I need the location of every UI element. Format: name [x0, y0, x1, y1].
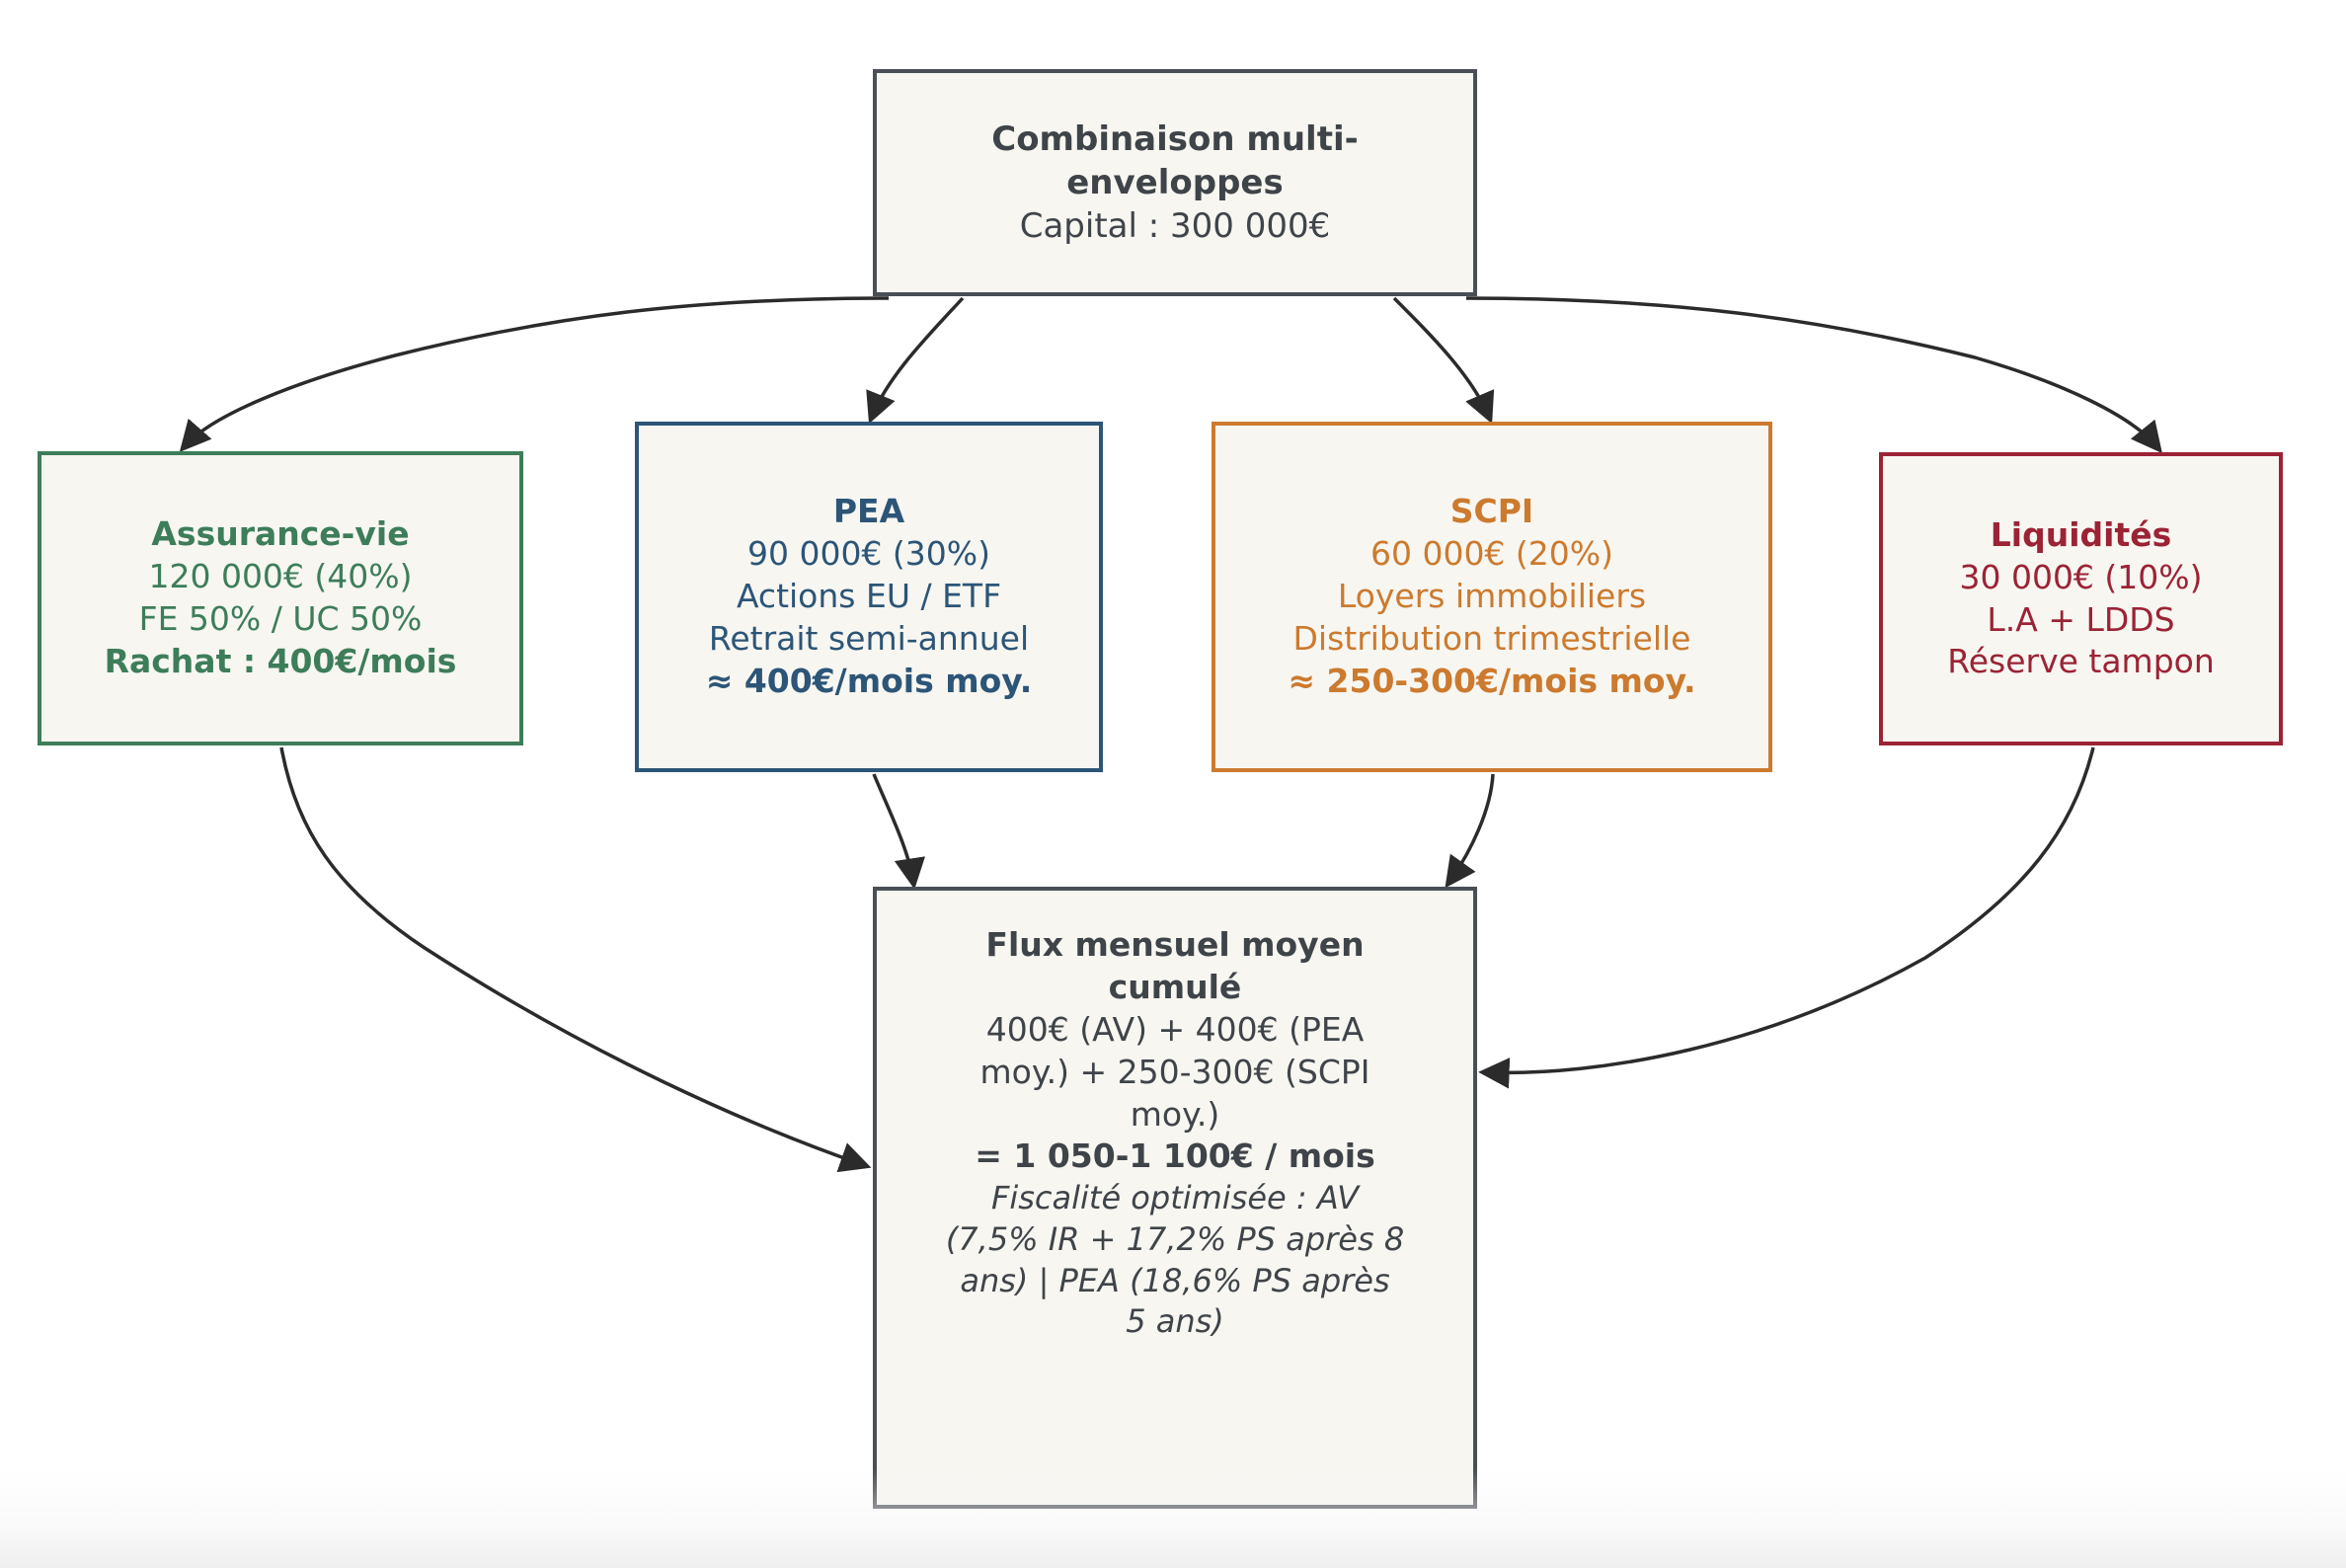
edge-scpi-to-summary — [1445, 773, 1495, 889]
edge-pea-to-summary — [872, 773, 926, 890]
summary-total: = 1 050-1 100€ / mois — [975, 1137, 1375, 1176]
summary-note-line2: (7,5% IR + 17,2% PS après 8 — [945, 1219, 1405, 1258]
pea-title: PEA — [832, 492, 905, 531]
scpi-amount: 60 000€ (20%) — [1369, 534, 1614, 574]
assurance-vie-amount: 120 000€ (40%) — [148, 557, 413, 596]
edge-assurance-vie-to-summary — [279, 746, 872, 1173]
pea-amount: 90 000€ (30%) — [746, 534, 991, 574]
assurance-vie-title: Assurance-vie — [151, 514, 410, 554]
pea-retrait: Retrait semi-annuel — [708, 618, 1030, 658]
liquidites-role: Réserve tampon — [1947, 642, 2215, 681]
summary-title-line2: cumulé — [1108, 967, 1242, 1006]
root-title-line1: Combinaison multi- — [991, 118, 1359, 159]
scpi-flux: ≈ 250-300€/mois moy. — [1288, 661, 1696, 700]
node-combinaison-multi-enveloppes[interactable]: Combinaison multi- enveloppes Capital : … — [873, 69, 1477, 296]
edge-root-to-pea — [866, 296, 965, 425]
node-pea[interactable]: PEA 90 000€ (30%) Actions EU / ETF Retra… — [635, 422, 1103, 772]
liquidites-amount: 30 000€ (10%) — [1959, 557, 2203, 596]
root-title-line2: enveloppes — [1066, 162, 1284, 202]
root-capital: Capital : 300 000€ — [1019, 206, 1331, 247]
liquidites-supports: L.A + LDDS — [1987, 599, 2175, 639]
node-scpi[interactable]: SCPI 60 000€ (20%) Loyers immobiliers Di… — [1212, 422, 1772, 772]
summary-note-line3: ans) | PEA (18,6% PS après — [960, 1261, 1390, 1299]
scpi-title: SCPI — [1449, 492, 1534, 531]
edge-root-to-scpi — [1392, 296, 1495, 425]
summary-detail-line3: moy.) — [1130, 1094, 1220, 1134]
summary-title-line1: Flux mensuel moyen — [985, 925, 1365, 964]
node-liquidites[interactable]: Liquidités 30 000€ (10%) L.A + LDDS Rése… — [1879, 452, 2283, 745]
summary-detail-line2: moy.) + 250-300€ (SCPI — [979, 1052, 1370, 1091]
assurance-vie-rachat: Rachat : 400€/mois — [104, 641, 457, 680]
scpi-distribution: Distribution trimestrielle — [1292, 618, 1691, 658]
assurance-vie-allocation: FE 50% / UC 50% — [138, 599, 423, 638]
node-flux-mensuel-moyen-cumule[interactable]: Flux mensuel moyen cumulé 400€ (AV) + 40… — [873, 887, 1477, 1509]
summary-note-line1: Fiscalité optimisée : AV — [990, 1179, 1360, 1217]
pea-support: Actions EU / ETF — [736, 577, 1002, 616]
summary-detail-line1: 400€ (AV) + 400€ (PEA — [985, 1009, 1365, 1049]
node-assurance-vie[interactable]: Assurance-vie 120 000€ (40%) FE 50% / UC… — [38, 451, 523, 745]
edge-liquidites-to-summary — [1478, 746, 2095, 1089]
summary-note-line4: 5 ans) — [1126, 1302, 1224, 1341]
scpi-revenu: Loyers immobiliers — [1337, 577, 1647, 616]
pea-flux: ≈ 400€/mois moy. — [705, 661, 1033, 700]
liquidites-title: Liquidités — [1990, 514, 2172, 554]
